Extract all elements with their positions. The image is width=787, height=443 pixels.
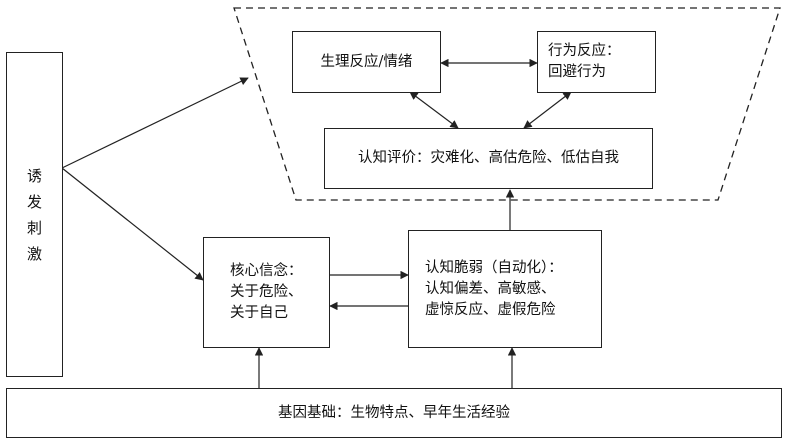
behavior-reaction-box: 行为反应： 回避行为: [537, 31, 656, 93]
physio-reaction-box: 生理反应/情绪: [292, 31, 441, 93]
vulnerability-line: 虚惊反应、虚假危险: [425, 301, 556, 318]
dashed-trapezoid-region: [233, 7, 781, 201]
genetic-foundation-box: 基因基础：生物特点、早年生活经验: [6, 388, 782, 438]
stimulus-char: 激: [26, 244, 42, 263]
cognitive-appraisal-box: 认知评价：灾难化、高估危险、低估自我: [324, 128, 653, 189]
stimulus-char: 发: [26, 192, 42, 211]
arrow-stimulus-to-core-belief: [61, 167, 204, 281]
vulnerability-line: 认知脆弱（自动化）：: [425, 259, 563, 276]
core-belief-box: 核心信念： 关于危险、 关于自己: [203, 237, 330, 348]
behavior-line: 回避行为: [548, 64, 606, 80]
genetic-foundation-label: 基因基础：生物特点、早年生活经验: [278, 404, 510, 421]
stimulus-char: 刺: [26, 218, 42, 237]
cognitive-vulnerability-box: 认知脆弱（自动化）： 认知偏差、高敏感、 虚惊反应、虚假危险: [408, 230, 602, 348]
vulnerability-line: 认知偏差、高敏感、: [425, 280, 556, 297]
cognitive-appraisal-label: 认知评价：灾难化、高估危险、低估自我: [358, 150, 619, 166]
arrow-physio-appraisal: [409, 91, 459, 129]
arrow-stimulus-to-region: [61, 77, 249, 169]
core-belief-line: 关于危险、: [230, 284, 303, 300]
core-belief-line: 核心信念：: [230, 263, 303, 279]
arrow-behavior-appraisal: [523, 91, 572, 129]
stimulus-box: 诱 发 刺 激: [6, 52, 63, 377]
core-belief-line: 关于自己: [230, 305, 288, 321]
stimulus-char: 诱: [26, 166, 42, 185]
physio-reaction-label: 生理反应/情绪: [320, 53, 413, 70]
behavior-line: 行为反应：: [548, 43, 621, 59]
